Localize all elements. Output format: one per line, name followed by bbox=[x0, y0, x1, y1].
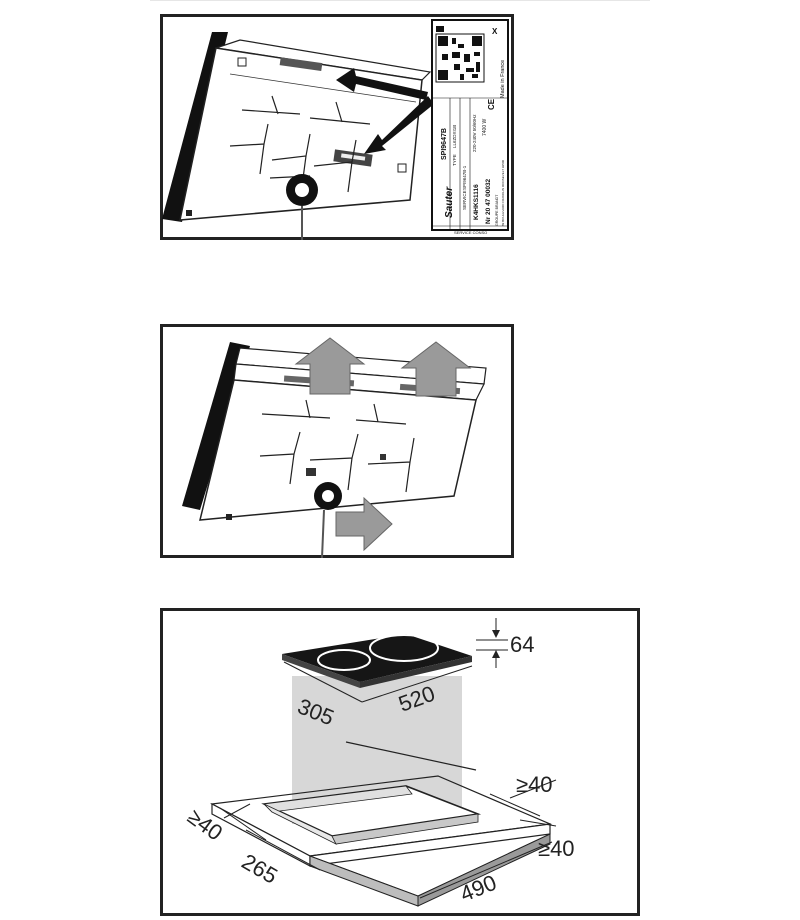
serial-code: K4HKS1116 bbox=[473, 184, 480, 220]
mark-ce: CE bbox=[487, 98, 496, 110]
manufacturer-text: GROUPE BRANDT bbox=[495, 194, 499, 226]
service-logo-icon bbox=[436, 26, 444, 32]
type-code: LL6ZDXI1B bbox=[452, 125, 457, 148]
service-code: SPI9647B-1 bbox=[462, 165, 467, 190]
airflow-arrow-bottom-icon bbox=[335, 496, 393, 552]
voltage-text: 220-240V 50/60Hz bbox=[472, 114, 477, 152]
panel-rating-plate: X CE Made in France SPI9647B TYPE LL6ZDX… bbox=[160, 14, 514, 240]
panel-ventilation bbox=[160, 324, 514, 558]
rating-plate-label: X CE Made in France SPI9647B TYPE LL6ZDX… bbox=[431, 19, 509, 235]
countertop bbox=[210, 741, 553, 907]
location-arrows bbox=[336, 68, 434, 154]
dimension-lines bbox=[219, 618, 557, 899]
power-text: 7400 W bbox=[482, 118, 488, 136]
airflow-arrow-left-icon bbox=[294, 337, 366, 395]
type-prefix: TYPE bbox=[452, 154, 457, 166]
dim-height-label: 64 bbox=[510, 632, 534, 657]
model-text: SPI9647B bbox=[441, 128, 448, 160]
airflow-arrow-right-icon bbox=[400, 341, 472, 397]
mark-weee-icon: X bbox=[492, 27, 498, 36]
top-rule bbox=[150, 0, 650, 1]
dim-clearance-back-label: ≥40 bbox=[516, 772, 553, 797]
panel-dimensions: 64 305 520 ≥40 ≥40 ≥40 265 490 bbox=[160, 608, 640, 916]
qr-code bbox=[435, 33, 485, 83]
cooking-zone-large bbox=[369, 634, 439, 662]
airflow-arrows bbox=[294, 337, 472, 552]
serial-number: Nr 20 47 00032 bbox=[485, 178, 492, 224]
hob-underside bbox=[162, 32, 432, 240]
service-prefix: SERVICE bbox=[462, 190, 467, 210]
brand-logo: Sauter bbox=[444, 186, 455, 218]
address-text: 89 BOULEVARD FRANKLIN ROOSEVELT 92500 bbox=[501, 159, 505, 226]
origin-text: Made in France bbox=[500, 60, 506, 98]
label-footer: SERVICE CONSO bbox=[454, 230, 487, 235]
hob-top bbox=[282, 634, 472, 688]
projection-shaft bbox=[292, 676, 462, 824]
cooking-zone-small bbox=[317, 649, 371, 671]
dim-clearance-front-label: ≥40 bbox=[538, 836, 575, 861]
